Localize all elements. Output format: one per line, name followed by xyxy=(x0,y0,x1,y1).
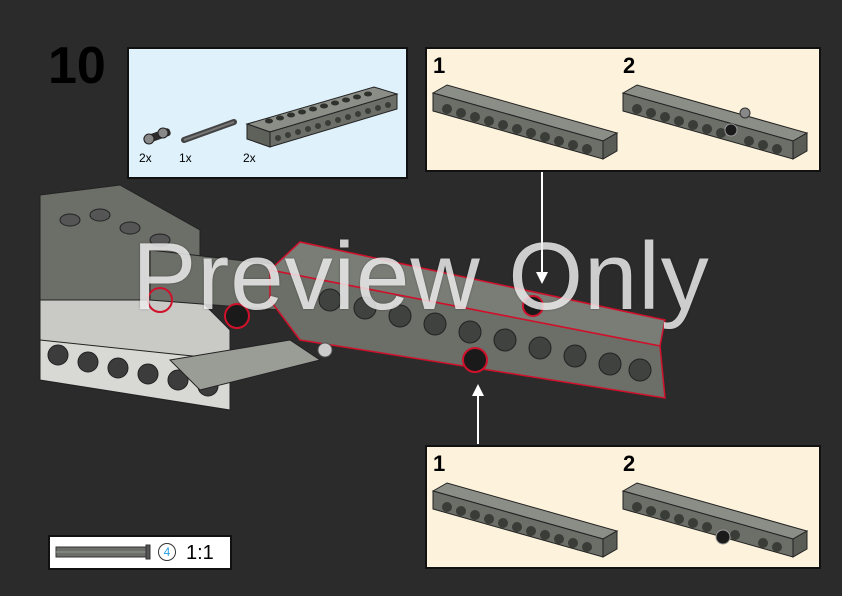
scale-quantity-badge: 4 xyxy=(158,543,176,561)
callout-top-step-2: 2 xyxy=(623,53,636,78)
technic-brick-icon xyxy=(245,86,399,148)
callout-bottom: 1 2 xyxy=(425,445,821,569)
scale-box: 4 1:1 xyxy=(48,535,232,570)
beam-step-2-icon xyxy=(621,482,809,558)
scale-ratio: 1:1 xyxy=(186,542,214,564)
callout-arrow-bottom xyxy=(472,384,484,444)
axle-scale-icon xyxy=(55,544,151,560)
beam-step-1-icon xyxy=(431,482,619,558)
pin-icon xyxy=(143,127,171,145)
preview-watermark: Preview Only xyxy=(132,223,710,330)
parts-illustration xyxy=(143,86,399,148)
step-number: 10 xyxy=(48,37,106,95)
part-qty-brick: 2x xyxy=(243,151,256,165)
part-qty-axle: 1x xyxy=(179,151,192,165)
callout-top-illustration xyxy=(431,84,809,160)
parts-list-box: 2x 1x 2x xyxy=(127,47,408,179)
beam-step-2-icon xyxy=(621,84,809,160)
beam-step-1-icon xyxy=(431,84,619,160)
callout-top-step-1: 1 xyxy=(433,53,446,78)
callout-top: 1 2 xyxy=(425,47,821,172)
callout-bottom-step-1: 1 xyxy=(433,451,446,476)
pin-highlight xyxy=(147,287,544,373)
callout-bottom-illustration xyxy=(431,482,809,558)
axle-end xyxy=(317,342,333,358)
new-technic-beam xyxy=(268,241,666,399)
callout-arrow-top xyxy=(536,172,548,284)
axle-icon xyxy=(181,119,237,143)
callout-bottom-step-2: 2 xyxy=(623,451,636,476)
existing-model xyxy=(39,184,322,411)
part-qty-pin: 2x xyxy=(139,151,152,165)
